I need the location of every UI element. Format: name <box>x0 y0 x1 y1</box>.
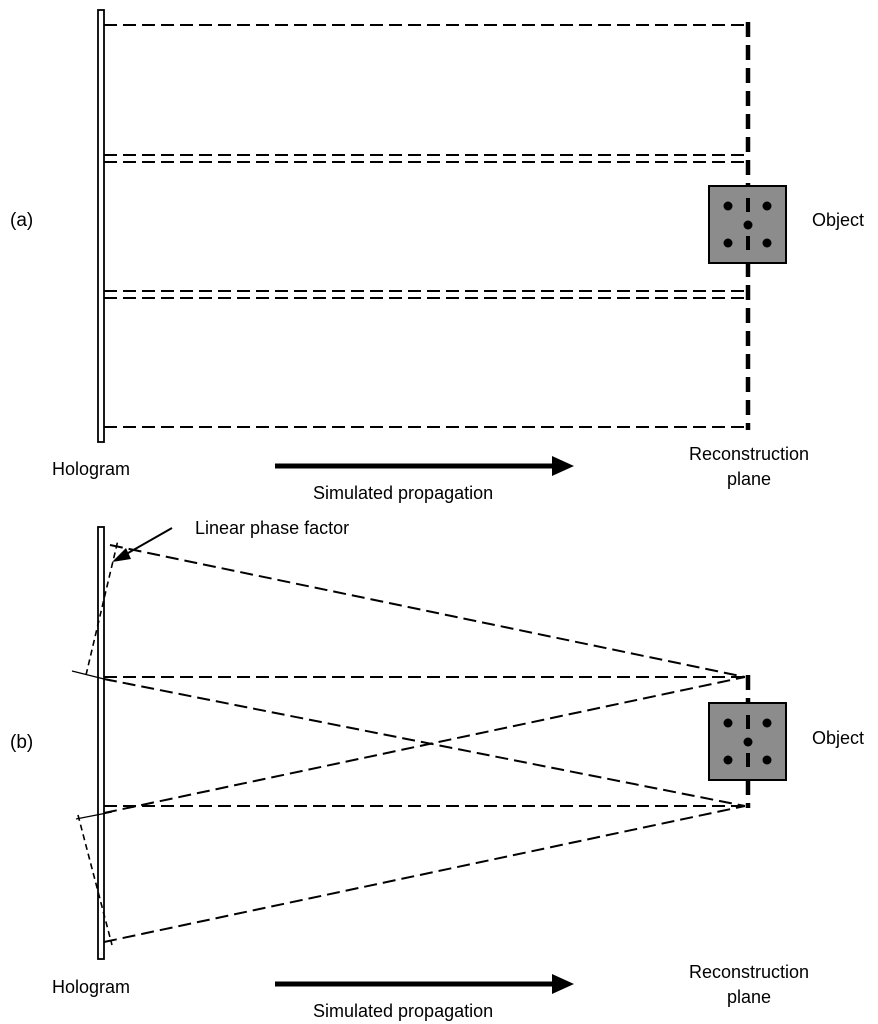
hologram-plate-b <box>97 526 105 960</box>
propagation-lines-b <box>104 676 745 807</box>
plane-label-b-line2: plane <box>727 987 771 1007</box>
propagation-lines-a <box>104 24 745 428</box>
plane-label-a-line1: Reconstruction <box>689 444 809 464</box>
plane-label-a-line2: plane <box>727 469 771 489</box>
object-b <box>708 702 787 781</box>
panel-a-label: (a) <box>10 210 33 231</box>
object-a <box>708 185 787 264</box>
object-label-a: Object <box>812 210 864 230</box>
propagation-label-a: Simulated propagation <box>313 483 493 503</box>
hologram-label-a: Hologram <box>52 459 130 479</box>
arrowhead-icon <box>552 456 574 476</box>
object-label-b: Object <box>812 728 864 748</box>
arrowhead-icon <box>552 974 574 994</box>
hologram-label-b: Hologram <box>52 977 130 997</box>
plane-label-b-line1: Reconstruction <box>689 962 809 982</box>
panel-b: (b) <box>10 518 864 1021</box>
annotation-leader <box>120 527 173 558</box>
propagation-label-b: Simulated propagation <box>313 1001 493 1021</box>
converging-rays <box>103 544 746 943</box>
linear-phase-segments <box>71 539 119 946</box>
annotation-linear-phase: Linear phase factor <box>195 518 349 538</box>
annotation-arrow-icon <box>112 548 131 562</box>
hologram-plate-a <box>97 9 105 443</box>
panel-b-label: (b) <box>10 732 33 753</box>
panel-a: (a) Object Hologram <box>10 9 864 503</box>
